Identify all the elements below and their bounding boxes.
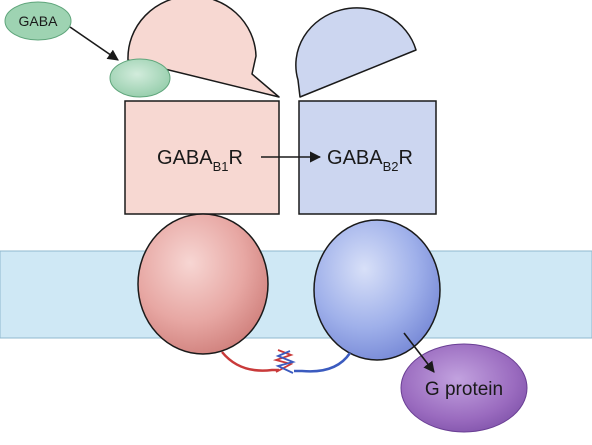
b2-extracellular-domain [295,7,417,98]
cell-membrane [0,250,592,339]
b2-c-terminal-tail [294,352,352,373]
b2-transmembrane-domain [313,219,441,361]
b2-receptor-label: GABAB2R [327,147,413,174]
g-protein-label: G protein [425,379,503,400]
g-protein-activation-arrow [403,332,435,373]
gaba-label: GABA [19,13,59,29]
bound-gaba-ligand [109,58,171,98]
b1-transmembrane-domain [137,213,269,355]
b1-receptor-label: GABAB1R [157,147,243,174]
coiled-coil-blue [275,350,296,374]
gaba-ligand [4,1,72,41]
b1-c-terminal-tail [221,351,279,372]
b1-receptor-body [124,100,280,215]
b2-receptor-body [298,100,437,215]
binding-arrow [69,26,119,61]
b1-ligand-binding-domain [127,0,280,98]
